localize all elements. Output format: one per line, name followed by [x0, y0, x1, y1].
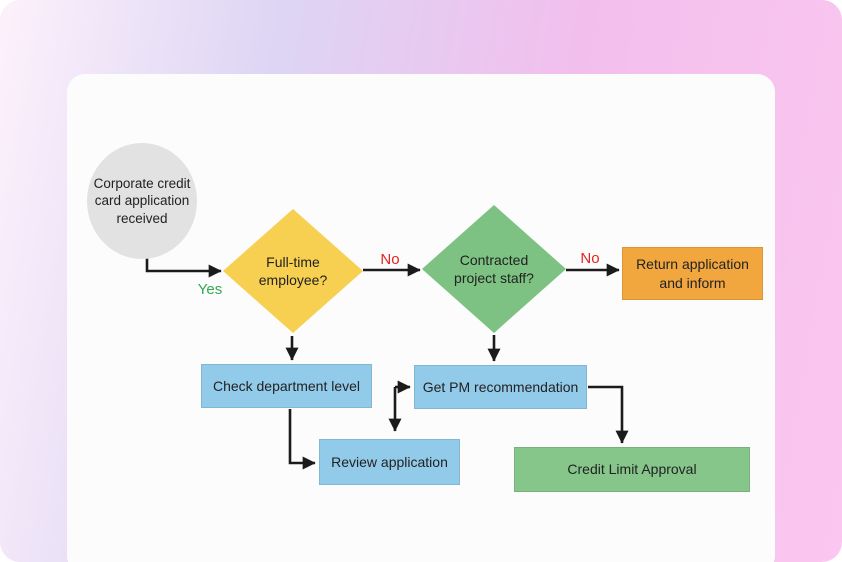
- edge-label-no-contracted: No: [580, 250, 600, 267]
- node-contracted-label: Contracted project staff?: [454, 251, 534, 286]
- node-return-label: Return application and inform: [636, 256, 749, 291]
- edge-label-yes: Yes: [197, 281, 223, 298]
- node-fulltime-label: Full-time employee?: [258, 253, 328, 288]
- node-check-department-level: Check department level: [201, 364, 372, 408]
- edge-label-no-fulltime: No: [380, 251, 400, 268]
- node-start-circle: Corporate credit card application receiv…: [87, 143, 197, 259]
- node-check-dept-label: Check department level: [212, 377, 361, 394]
- node-review-application: Review application: [319, 439, 460, 485]
- node-credit-limit-approval: Credit Limit Approval: [514, 447, 750, 492]
- node-get-pm-label: Get PM recommendation: [422, 378, 579, 395]
- node-review-label: Review application: [331, 453, 448, 470]
- node-get-pm-recommendation: Get PM recommendation: [414, 365, 587, 409]
- node-start-label: Corporate credit card application receiv…: [93, 175, 191, 226]
- node-return-application: Return application and inform: [622, 247, 763, 300]
- node-credit-label: Credit Limit Approval: [567, 461, 697, 478]
